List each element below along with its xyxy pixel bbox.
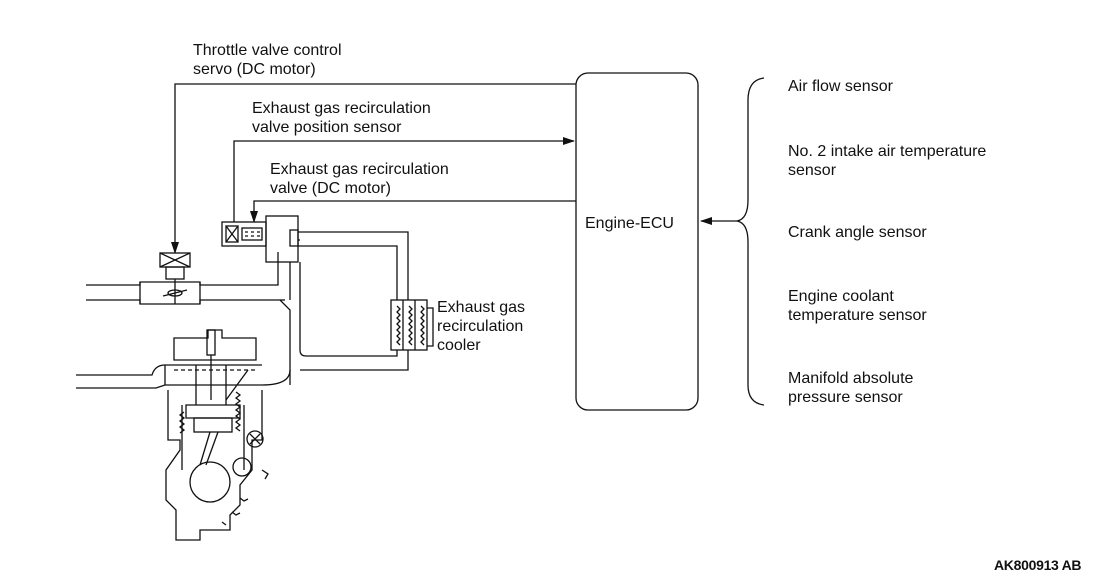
cooler-label-bracket — [427, 307, 434, 347]
figure-code: AK800913 AB — [994, 557, 1082, 573]
egr-position-sensor-label-line1: Exhaust gas recirculation — [252, 100, 431, 117]
sensor-intake-air-temperature: No. 2 intake air temperature sensor — [788, 142, 986, 180]
egr-position-sensor-label-line2: valve position sensor — [252, 119, 402, 136]
throttle-servo-label-line2: servo (DC motor) — [193, 61, 316, 78]
throttle-servo-label-line1: Throttle valve control — [193, 42, 342, 59]
egr-cooler-label-line1: Exhaust gas — [437, 299, 526, 316]
egr-valve-label-line1: Exhaust gas recirculation — [270, 161, 449, 178]
sensor-engine-coolant-temperature: Engine coolant temperature sensor — [788, 287, 927, 325]
sensor-manifold-absolute-pressure: Manifold absolute pressure sensor — [788, 369, 913, 407]
exhaust-pipe — [76, 364, 291, 389]
egr-valve-label-line2: valve (DC motor) — [270, 180, 391, 197]
engine-ecu-box — [575, 72, 699, 411]
sensor-manifold-absolute-pressure-line1: Manifold absolute — [788, 370, 914, 387]
egr-position-sensor-label: Exhaust gas recirculation valve position… — [252, 99, 431, 137]
throttle-valve-assembly — [159, 252, 191, 304]
sensor-crank-angle: Crank angle sensor — [788, 223, 927, 242]
sensor-manifold-absolute-pressure-line2: pressure sensor — [788, 389, 903, 406]
engine-ecu-label: Engine-ECU — [585, 215, 674, 232]
egr-passage — [289, 231, 409, 371]
egr-valve-label: Exhaust gas recirculation valve (DC moto… — [270, 160, 449, 198]
egr-cooler-label-line2: recirculation — [437, 318, 524, 335]
sensor-intake-air-temperature-line2: sensor — [788, 162, 837, 179]
egr-cooler — [390, 299, 428, 351]
sensor-air-flow-line1: Air flow sensor — [788, 78, 893, 95]
sensor-engine-coolant-temperature-line1: Engine coolant — [788, 288, 894, 305]
sensor-air-flow: Air flow sensor — [788, 77, 893, 96]
egr-cooler-label-line3: cooler — [437, 337, 481, 354]
egr-position-sensor-signal-line — [233, 137, 575, 222]
egr-valve-motor-signal-line — [250, 200, 576, 223]
sensor-engine-coolant-temperature-line2: temperature sensor — [788, 307, 927, 324]
sensor-intake-air-temperature-line1: No. 2 intake air temperature — [788, 143, 987, 160]
throttle-servo-signal-line — [171, 83, 576, 254]
engine-block — [165, 329, 269, 541]
sensor-brace — [736, 77, 765, 406]
egr-valve-assembly — [221, 215, 300, 263]
egr-cooler-label: Exhaust gas recirculation cooler — [437, 298, 525, 355]
intake-pipe — [86, 262, 291, 385]
sensor-crank-angle-line1: Crank angle sensor — [788, 224, 927, 241]
throttle-servo-label: Throttle valve control servo (DC motor) — [193, 41, 342, 79]
